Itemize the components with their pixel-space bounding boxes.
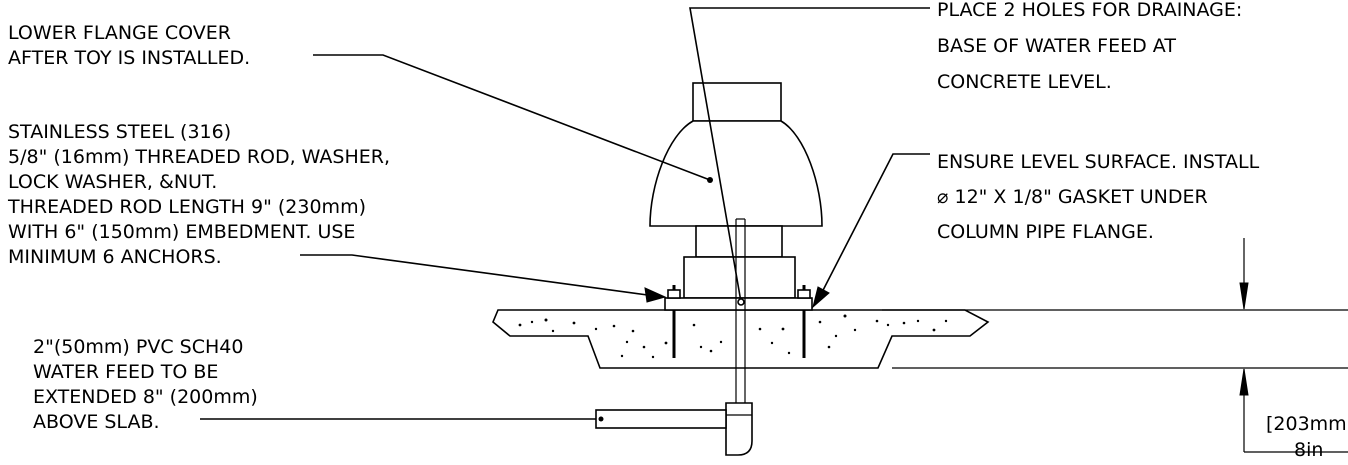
- anchor-nut-right: [797, 289, 811, 299]
- note-anchors-line-4: THREADED ROD LENGTH 9" (230mm): [7, 196, 366, 218]
- note-anchors: STAINLESS STEEL (316) 5/8" (16mm) THREAD…: [7, 121, 390, 268]
- note-flange-cover-line-1: LOWER FLANGE COVER: [8, 22, 231, 44]
- pvc-elbow: [725, 402, 753, 456]
- dimension-imperial-label: 8in: [1294, 439, 1323, 461]
- leader-gasket: [817, 153, 930, 301]
- note-gasket: ENSURE LEVEL SURFACE. INSTALL ⌀ 12" X 1/…: [937, 151, 1260, 243]
- leader-drainage: [689, 7, 930, 303]
- note-water-feed-line-1: 2"(50mm) PVC SCH40: [33, 336, 243, 358]
- slab-outline: [492, 309, 990, 369]
- note-anchors-line-2: 5/8" (16mm) THREADED ROD, WASHER,: [8, 146, 390, 168]
- note-anchors-line-5: WITH 6" (150mm) EMBEDMENT. USE: [8, 221, 355, 243]
- note-water-feed-line-2: WATER FEED TO BE: [33, 361, 218, 383]
- anchor-nut-left: [667, 289, 681, 299]
- leader-flange-cover: [313, 54, 711, 181]
- note-gasket-line-3: COLUMN PIPE FLANGE.: [937, 221, 1154, 243]
- column-top-pipe: [692, 82, 782, 122]
- leader-flange-cover-dot: [707, 177, 713, 183]
- note-drainage-line-3: CONCRETE LEVEL.: [937, 71, 1112, 93]
- water-feed-horizontal-pipe: [595, 409, 727, 429]
- note-water-feed-line-3: EXTENDED 8" (200mm): [33, 386, 258, 408]
- column-pipe: [695, 225, 783, 258]
- dimension-arrow-upper: [1239, 282, 1249, 310]
- note-water-feed-line-4: ABOVE SLAB.: [33, 411, 160, 433]
- note-drainage-line-1: PLACE 2 HOLES FOR DRAINAGE:: [937, 0, 1242, 21]
- slab-dimension: [203mm 8in: [882, 238, 1348, 461]
- note-gasket-line-1: ENSURE LEVEL SURFACE. INSTALL: [937, 151, 1260, 173]
- note-drainage-line-2: BASE OF WATER FEED AT: [937, 35, 1176, 57]
- drainage-hole-marker: [737, 298, 745, 306]
- leader-anchors: [300, 254, 656, 297]
- concrete-slab: [492, 309, 990, 369]
- leader-lines: [200, 7, 930, 420]
- note-drainage: PLACE 2 HOLES FOR DRAINAGE: BASE OF WATE…: [937, 0, 1242, 93]
- flange-cover: [649, 120, 823, 227]
- leader-gasket-arrow: [812, 286, 830, 309]
- dimension-metric-label: [203mm: [1266, 413, 1347, 435]
- note-gasket-line-2: ⌀ 12" X 1/8" GASKET UNDER: [937, 186, 1208, 208]
- note-water-feed: 2"(50mm) PVC SCH40 WATER FEED TO BE EXTE…: [33, 336, 258, 433]
- column-assembly: [649, 82, 823, 311]
- leader-anchors-arrow: [644, 287, 667, 303]
- note-flange-cover: LOWER FLANGE COVER AFTER TOY IS INSTALLE…: [8, 22, 250, 69]
- water-feed-pipe-end-dot: [598, 416, 604, 422]
- slab-aggregate: [518, 314, 948, 359]
- note-anchors-line-3: LOCK WASHER, &NUT.: [8, 171, 217, 193]
- note-flange-cover-line-2: AFTER TOY IS INSTALLED.: [8, 47, 250, 69]
- dimension-arrow-lower: [1239, 368, 1249, 396]
- note-anchors-line-6: MINIMUM 6 ANCHORS.: [8, 246, 222, 268]
- note-anchors-line-1: STAINLESS STEEL (316): [8, 121, 231, 143]
- water-feed-pipe: [595, 218, 753, 456]
